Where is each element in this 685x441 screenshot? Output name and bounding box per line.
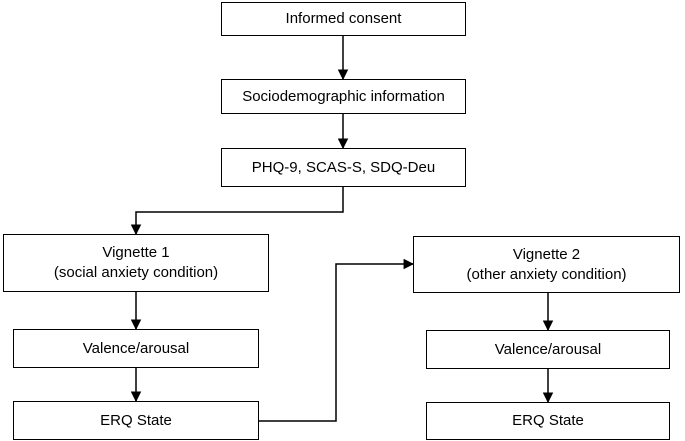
sociodemographic-box: Sociodemographic information [221,79,466,114]
informed-consent-label: Informed consent [285,10,402,27]
vignette2-box: Vignette 2 (other anxiety condition) [413,236,680,293]
arrow-erq1-to-vignette2 [259,258,415,422]
vignette1-box: Vignette 1 (social anxiety condition) [3,234,269,292]
sociodemographic-label: Sociodemographic information [242,87,445,105]
erq1-box: ERQ State [13,401,259,440]
questionnaires-label: PHQ-9, SCAS-S, SDQ-Deu [251,158,436,176]
vignette1-title: Vignette 1 [102,244,170,261]
valence1-box: Valence/arousal [13,329,259,368]
arrow-questionnaires-to-vignette1 [130,187,344,236]
informed-consent-box: Informed consent [221,2,466,36]
erq2-box: ERQ State [426,402,670,440]
questionnaires-box: PHQ-9, SCAS-S, SDQ-Deu [221,148,466,187]
erq1-label: ERQ State [100,411,172,429]
erq2-label: ERQ State [512,412,584,429]
vignette2-condition: (other anxiety condition) [466,265,627,283]
vignette2-title: Vignette 2 [512,245,581,263]
valence2-label: Valence/arousal [494,340,602,358]
valence2-box: Valence/arousal [426,330,670,369]
valence1-label: Valence/arousal [82,339,190,357]
vignette1-condition: (social anxiety condition) [53,264,219,281]
